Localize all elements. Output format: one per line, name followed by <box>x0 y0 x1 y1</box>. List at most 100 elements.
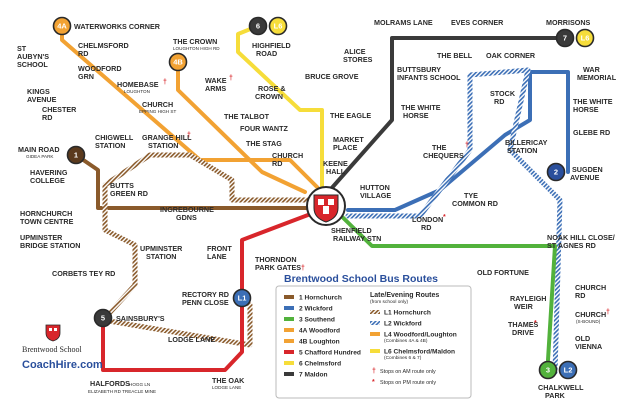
svg-text:Stops on PM route only: Stops on PM route only <box>380 380 436 386</box>
svg-text:(Combines 6 & 7): (Combines 6 & 7) <box>384 355 422 361</box>
svg-text:*: * <box>372 379 375 386</box>
legend-item-l4-woodford-loughton: L4 Woodford/Loughton(Combines 4A & 4B) <box>370 332 457 344</box>
svg-text:1: 1 <box>74 151 78 160</box>
stop-church-southbound: CHURCH <box>575 310 606 319</box>
legend-pm-note: * Stops on PM route only <box>372 379 436 386</box>
stop-eves-corner: EVES CORNER <box>451 18 504 27</box>
stop-church-southbound-sub: (S-BOUND) <box>576 319 601 324</box>
route-lines <box>60 24 570 375</box>
brentwood-school-hub <box>306 186 346 226</box>
stop-lodge-lane: LODGE LANE <box>168 335 215 344</box>
stop-homebase: HOMEBASE <box>117 80 159 89</box>
terminal-6: 6 <box>248 16 268 36</box>
svg-text:4B: 4B <box>173 58 183 67</box>
pm-only-marker: * <box>534 320 537 327</box>
am-only-marker: † <box>229 75 233 82</box>
route-6-chelmsford-line <box>236 24 324 194</box>
coachhire-logo: CoachHire.com <box>22 359 103 371</box>
terminal-l6: L6 <box>268 16 288 36</box>
pm-only-marker: * <box>443 214 446 221</box>
terminal-l1: L1 <box>232 288 252 308</box>
stop-the-eagle: THE EAGLE <box>330 111 371 120</box>
stop-church-epping-sub: EPPING HIGH ST <box>139 109 176 114</box>
legend-item-6-chelmsford: 6 Chelmsford <box>284 361 341 368</box>
svg-text:2: 2 <box>554 168 558 177</box>
legend-item-2-wickford: 2 Wickford <box>284 306 333 313</box>
svg-text:3: 3 <box>546 366 550 375</box>
svg-text:L1 Hornchurch: L1 Hornchurch <box>384 310 431 317</box>
svg-text:Stops on AM route only: Stops on AM route only <box>380 369 436 375</box>
stop-glebe-rd: GLEBE RD <box>573 128 610 137</box>
terminal-badges: 4A 4B 6 L6 7 L6 1 5 L1 2 3 L2 <box>52 16 595 380</box>
legend-item-l1-hornchurch: L1 Hornchurch <box>370 310 431 317</box>
legend-am-note: †Stops on AM route only <box>372 368 436 375</box>
svg-text:5 Chafford Hundred: 5 Chafford Hundred <box>299 350 361 357</box>
terminal-7: 7 <box>555 28 575 48</box>
svg-text:5: 5 <box>101 314 105 323</box>
am-only-marker: † <box>606 309 610 316</box>
terminal-l6-maldon: L6 <box>575 28 595 48</box>
svg-text:6 Chelmsford: 6 Chelmsford <box>299 361 341 368</box>
am-only-marker: † <box>465 142 469 149</box>
legend-item-l2-wickford: L2 Wickford <box>370 321 422 328</box>
legend-item-3-southend: 3 Southend <box>284 317 335 324</box>
route-5-chafford-line <box>101 210 318 372</box>
am-only-marker: † <box>187 132 191 139</box>
stop-sainsburys: SAINSBURY'S <box>116 314 165 323</box>
route-7-maldon-line <box>328 36 567 192</box>
stop-homebase-sub: LOUGHTON <box>124 89 150 94</box>
stop-bruce-grove: BRUCE GROVE <box>305 72 359 81</box>
stop-church-epping: CHURCH <box>142 100 173 109</box>
stop-morrisons: MORRISONS <box>546 18 591 27</box>
svg-text:1 Hornchurch: 1 Hornchurch <box>299 295 342 302</box>
route-3-southend-line <box>328 203 557 362</box>
svg-text:L6: L6 <box>581 34 590 43</box>
svg-text:L4 Woodford/Loughton: L4 Woodford/Loughton <box>384 332 457 339</box>
legend-item-4a-woodford: 4A Woodford <box>284 328 340 335</box>
svg-text:L1: L1 <box>238 294 247 303</box>
svg-text:(Combines 4A & 4B): (Combines 4A & 4B) <box>384 338 428 344</box>
stop-the-bell: THE BELL <box>437 51 473 60</box>
am-only-marker: † <box>301 265 305 272</box>
stop-corbets-tey: CORBETS TEY RD <box>52 269 115 278</box>
stop-halfords-sub: HOGG LN <box>129 382 150 387</box>
terminal-l2: L2 <box>558 360 578 380</box>
stop-halfords-sub2: ELIZABETH RD TREACLE MINE <box>88 389 156 394</box>
stop-four-wantz: FOUR WANTZ <box>240 124 289 133</box>
route-4a-woodford-line <box>60 24 330 200</box>
stop-old-fortune: OLD FORTUNE <box>477 268 529 277</box>
brentwood-school-name: Brentwood School <box>22 345 83 354</box>
svg-text:L2 Wickford: L2 Wickford <box>384 321 422 328</box>
terminal-3: 3 <box>538 360 558 380</box>
legend-item-5-chafford: 5 Chafford Hundred <box>284 350 361 357</box>
stop-main-road: MAIN ROAD <box>18 145 60 154</box>
terminal-4a: 4A <box>52 16 72 36</box>
